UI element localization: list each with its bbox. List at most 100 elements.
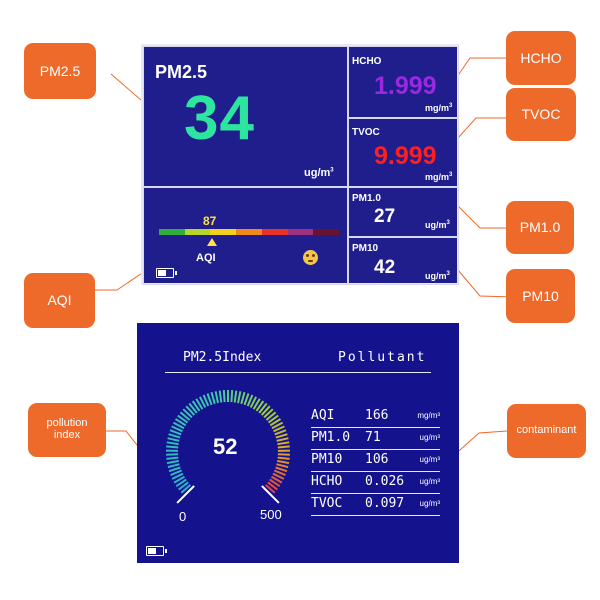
index-title: PM2.5Index [183, 350, 262, 365]
gauge-tick [275, 466, 288, 473]
row-unit: ug/m³ [419, 433, 440, 442]
gauge-tick [191, 400, 201, 412]
row-value: 71 [365, 430, 381, 445]
tvoc-panel: TVOC 9.999 mg/m3 [348, 118, 459, 187]
gauge-tick [272, 472, 285, 480]
gauge-tick [269, 418, 282, 427]
gauge-tick [258, 402, 268, 414]
table-row: AQI 166 mg/m³ [311, 406, 440, 428]
gauge-tick [269, 478, 281, 488]
hcho-panel: HCHO 1.999 mg/m3 [348, 46, 459, 118]
gauge-tick [195, 398, 204, 410]
row-value: 0.026 [365, 474, 405, 489]
gauge-tick [175, 478, 187, 488]
battery-icon [156, 268, 177, 278]
row-key: TVOC [311, 496, 343, 511]
tvoc-value: 9.999 [374, 142, 437, 170]
tvoc-label: TVOC [352, 127, 380, 138]
gauge-tick [173, 475, 185, 484]
gauge-tick [271, 475, 283, 484]
gauge-tick [271, 421, 284, 430]
aqi-value: 87 [203, 214, 217, 228]
pm10-label: PM10 [352, 243, 379, 254]
gauge-end-tick [261, 485, 280, 504]
gauge-tick [178, 481, 189, 491]
callout-hcho: HCHO [506, 31, 576, 85]
gauge-tick [277, 445, 290, 449]
callout-aqi: AQI [24, 273, 95, 328]
face-icon [303, 250, 318, 265]
row-key: HCHO [311, 474, 343, 489]
pm25-unit: ug/m3 [304, 167, 334, 179]
gauge-tick [210, 391, 216, 405]
gauge-tick [166, 441, 179, 446]
gauge-tick [182, 408, 193, 419]
pm1-panel: PM1.0 27 ug/m3 [348, 187, 459, 237]
gauge-tick [249, 396, 257, 408]
row-unit: ug/m³ [419, 455, 440, 464]
gauge-tick [166, 453, 179, 456]
row-value: 106 [365, 452, 389, 467]
gauge-tick [255, 400, 265, 412]
table-row: PM1.0 71 ug/m³ [311, 428, 440, 450]
gauge-tick [267, 481, 278, 491]
table-row: HCHO 0.026 ug/m³ [311, 472, 440, 494]
bottom-display: PM2.5Index Pollutant 52 0 500 AQI 166 mg… [137, 323, 459, 563]
callout-tvoc: TVOC [506, 88, 576, 141]
gauge-tick [169, 429, 182, 436]
gauge-tick [171, 425, 183, 433]
gauge-tick [199, 396, 207, 408]
gauge-tick [188, 402, 198, 414]
gauge-tick [179, 411, 191, 421]
gauge-tick [214, 391, 219, 404]
hcho-label: HCHO [352, 56, 382, 67]
gauge-tick [233, 390, 238, 403]
aqi-marker-icon [207, 238, 217, 246]
gauge-tick [265, 484, 276, 494]
title-underline [165, 372, 431, 373]
table-row: TVOC 0.097 ug/m³ [311, 494, 440, 516]
row-unit: ug/m³ [419, 499, 440, 508]
gauge-tick [167, 437, 180, 442]
gauge-tick [206, 393, 213, 406]
gauge-tick [180, 484, 191, 494]
gauge-tick [166, 459, 179, 465]
pm25-value: 34 [184, 84, 255, 153]
gauge-tick [263, 408, 274, 419]
gauge-tick [276, 437, 289, 442]
row-value: 166 [365, 408, 389, 423]
gauge-tick [273, 425, 285, 433]
pm10-value: 42 [374, 257, 396, 278]
gauge-tick [267, 414, 279, 424]
callout-pm1: PM1.0 [506, 201, 574, 254]
pm1-label: PM1.0 [352, 193, 381, 204]
gauge-tick [177, 414, 189, 424]
hcho-unit: mg/m3 [425, 103, 453, 113]
gauge-tick [170, 469, 182, 477]
gauge-tick [202, 394, 210, 407]
pm10-panel: PM10 42 ug/m3 [348, 237, 459, 285]
row-key: PM10 [311, 452, 343, 467]
pm10-unit: ug/m3 [425, 271, 450, 281]
gauge-tick [275, 433, 288, 439]
hcho-value: 1.999 [374, 72, 437, 100]
gauge-tick [185, 405, 196, 416]
gauge-end-tick [176, 485, 195, 504]
aqi-label: AQI [196, 252, 216, 264]
gauge-tick [174, 418, 187, 427]
gauge-tick [243, 393, 250, 406]
callout-contaminant: contaminant [507, 404, 586, 458]
gauge-tick [166, 445, 179, 449]
pm25-label: PM2.5 [155, 62, 208, 82]
pm25-gauge [165, 390, 291, 504]
battery-icon [146, 546, 167, 556]
table-row: PM10 106 ug/m³ [311, 450, 440, 472]
aqi-color-scale [159, 229, 340, 235]
gauge-tick [277, 453, 290, 456]
gauge-max: 500 [260, 507, 282, 522]
gauge-tick [171, 472, 184, 480]
gauge-tick [167, 463, 180, 469]
row-key: AQI [311, 408, 335, 423]
row-unit: mg/m³ [417, 411, 440, 420]
callout-pollution-index: pollution index [28, 403, 106, 457]
